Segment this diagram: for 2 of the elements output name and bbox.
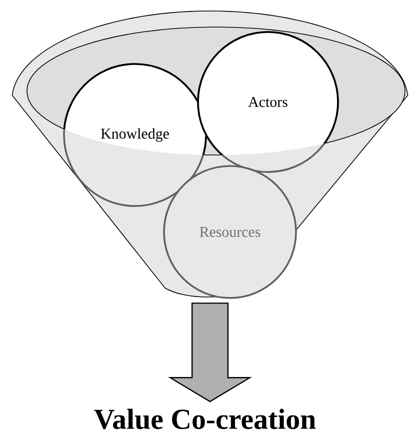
block-arrow xyxy=(168,302,252,402)
result-label: Value Co-creation xyxy=(94,408,316,430)
